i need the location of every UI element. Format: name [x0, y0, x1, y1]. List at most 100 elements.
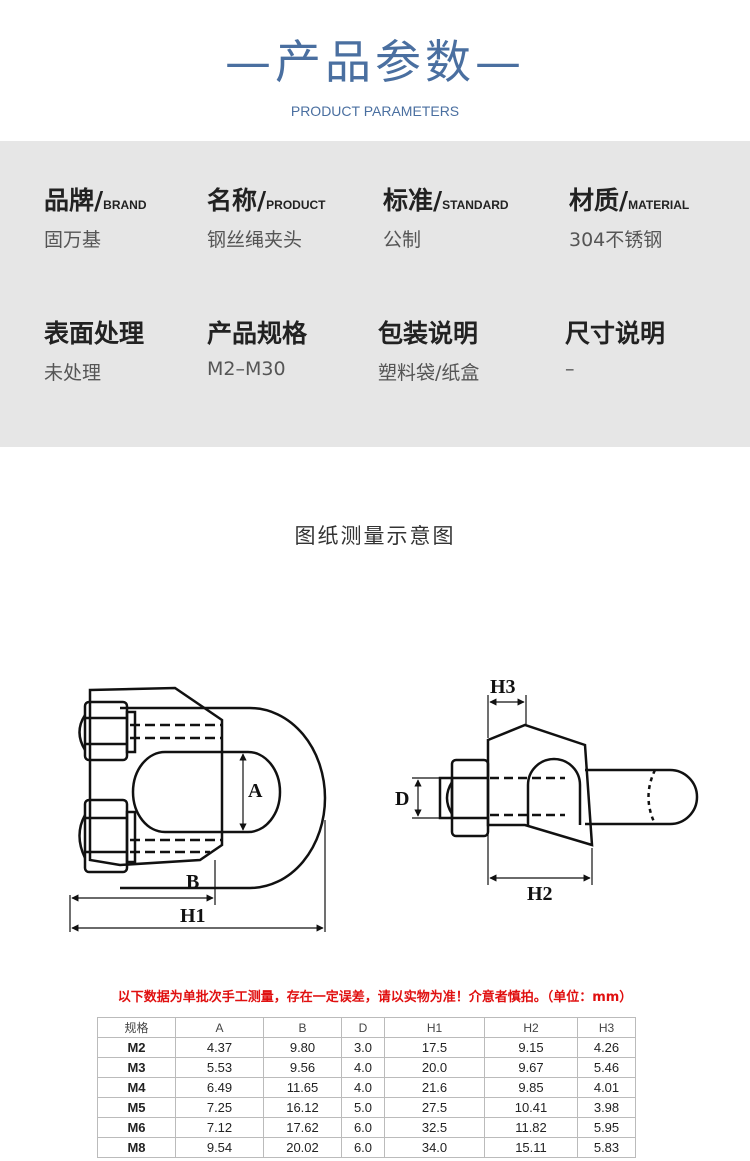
table-row: M8 9.54 20.02 6.0 34.0 15.11 5.83 [97, 1137, 636, 1158]
param-label: 材质 [569, 186, 620, 215]
param-label: 名称 [207, 186, 258, 215]
page-subtitle: PRODUCT PARAMETERS [290, 103, 460, 119]
table-cell: 20.02 [263, 1137, 342, 1158]
measurement-drawing: A B H1 H3 D H2 [69, 676, 699, 932]
table-cell: 7.25 [175, 1097, 264, 1118]
table-cell: M4 [97, 1077, 176, 1098]
table-cell: 10.41 [484, 1097, 578, 1118]
table-cell: 32.5 [384, 1117, 485, 1138]
params-panel: 品牌/BRAND 固万基 名称/PRODUCT 钢丝绳夹头 标准/STANDAR… [0, 141, 750, 447]
param-label: 标准 [383, 186, 434, 215]
table-cell: M6 [97, 1117, 176, 1138]
table-row: M3 5.53 9.56 4.0 20.0 9.67 5.46 [97, 1057, 636, 1078]
table-cell: 5.53 [175, 1057, 264, 1078]
param-value: – [565, 358, 575, 380]
param-packaging: 包装说明 塑料袋/纸盒 [378, 314, 479, 385]
param-value: M2–M30 [207, 358, 286, 380]
table-row: M6 7.12 17.62 6.0 32.5 11.82 5.95 [97, 1117, 636, 1138]
table-cell: 4.0 [341, 1077, 385, 1098]
table-cell: 5.46 [577, 1057, 636, 1078]
table-cell: 15.11 [484, 1137, 578, 1158]
col-header-h1: H1 [384, 1017, 485, 1038]
label-h1: H1 [180, 905, 206, 927]
param-size: 尺寸说明 – [565, 314, 665, 380]
table-cell: 5.0 [341, 1097, 385, 1118]
table-cell: 9.80 [263, 1037, 342, 1058]
label-a: A [248, 780, 263, 802]
measurement-notice: 以下数据为单批次手工测量，存在一定误差，请以实物为准！介意者慎拍。（单位：mm） [117, 990, 633, 1005]
spec-table: 规格 A B D H1 H2 H3 M2 4.37 9.80 3.0 17.5 … [97, 1017, 636, 1158]
table-cell: 5.95 [577, 1117, 636, 1138]
param-value: 钢丝绳夹头 [207, 229, 303, 251]
param-label: 表面处理 [44, 319, 145, 348]
table-cell: 9.56 [263, 1057, 342, 1078]
param-product: 名称/PRODUCT 钢丝绳夹头 [207, 186, 326, 251]
table-cell: 4.01 [577, 1077, 636, 1098]
side-view [438, 723, 699, 847]
param-value: 未处理 [44, 362, 102, 384]
param-standard: 标准/STANDARD 公制 [383, 186, 509, 251]
front-view [78, 686, 327, 890]
table-row: M5 7.25 16.12 5.0 27.5 10.41 3.98 [97, 1097, 636, 1118]
col-header-size: 规格 [97, 1017, 176, 1038]
table-cell: 9.67 [484, 1057, 578, 1078]
table-cell: 34.0 [384, 1137, 485, 1158]
param-value: 固万基 [44, 229, 102, 251]
param-label: 品牌 [44, 186, 95, 215]
diagram-title: 图纸测量示意图 [294, 524, 456, 548]
table-cell: 7.12 [175, 1117, 264, 1138]
table-cell: 4.26 [577, 1037, 636, 1058]
param-label: 产品规格 [207, 319, 308, 348]
table-cell: 11.65 [263, 1077, 342, 1098]
table-cell: 20.0 [384, 1057, 485, 1078]
table-cell: 6.49 [175, 1077, 264, 1098]
table-cell: M5 [97, 1097, 176, 1118]
table-cell: 3.98 [577, 1097, 636, 1118]
param-label-en: PRODUCT [266, 198, 326, 212]
col-header-h2: H2 [484, 1017, 578, 1038]
col-header-b: B [263, 1017, 342, 1038]
table-cell: M8 [97, 1137, 176, 1158]
table-cell: 9.15 [484, 1037, 578, 1058]
table-row: M2 4.37 9.80 3.0 17.5 9.15 4.26 [97, 1037, 636, 1058]
table-cell: M2 [97, 1037, 176, 1058]
param-spec: 产品规格 M2–M30 [207, 314, 307, 380]
param-brand: 品牌/BRAND 固万基 [44, 186, 147, 251]
param-label-en: STANDARD [442, 198, 509, 212]
col-header-a: A [175, 1017, 264, 1038]
param-value: 塑料袋/纸盒 [378, 362, 480, 384]
param-surface: 表面处理 未处理 [44, 314, 144, 385]
table-cell: 4.37 [175, 1037, 264, 1058]
table-cell: 21.6 [384, 1077, 485, 1098]
param-label: 尺寸说明 [565, 319, 666, 348]
table-cell: 9.85 [484, 1077, 578, 1098]
table-cell: 27.5 [384, 1097, 485, 1118]
table-cell: 5.83 [577, 1137, 636, 1158]
param-material: 材质/MATERIAL 304不锈钢 [569, 186, 690, 251]
param-value: 304不锈钢 [569, 229, 663, 251]
table-cell: 17.5 [384, 1037, 485, 1058]
table-cell: M3 [97, 1057, 176, 1078]
label-b: B [186, 871, 199, 893]
table-cell: 11.82 [484, 1117, 578, 1138]
param-label-en: MATERIAL [628, 198, 690, 212]
table-cell: 9.54 [175, 1137, 264, 1158]
label-h2: H2 [527, 883, 553, 905]
col-header-h3: H3 [577, 1017, 636, 1038]
table-cell: 3.0 [341, 1037, 385, 1058]
table-cell: 6.0 [341, 1137, 385, 1158]
param-label-en: BRAND [103, 198, 147, 212]
page-title: —产品参数— [225, 35, 525, 89]
param-value: 公制 [383, 229, 422, 251]
table-cell: 6.0 [341, 1117, 385, 1138]
label-d: D [395, 788, 409, 810]
table-cell: 16.12 [263, 1097, 342, 1118]
table-row: M4 6.49 11.65 4.0 21.6 9.85 4.01 [97, 1077, 636, 1098]
section-header: —产品参数— PRODUCT PARAMETERS [0, 0, 750, 140]
label-h3: H3 [490, 676, 516, 698]
table-cell: 4.0 [341, 1057, 385, 1078]
param-label: 包装说明 [378, 319, 479, 348]
table-cell: 17.62 [263, 1117, 342, 1138]
table-header-row: 规格 A B D H1 H2 H3 [97, 1017, 636, 1038]
col-header-d: D [341, 1017, 385, 1038]
